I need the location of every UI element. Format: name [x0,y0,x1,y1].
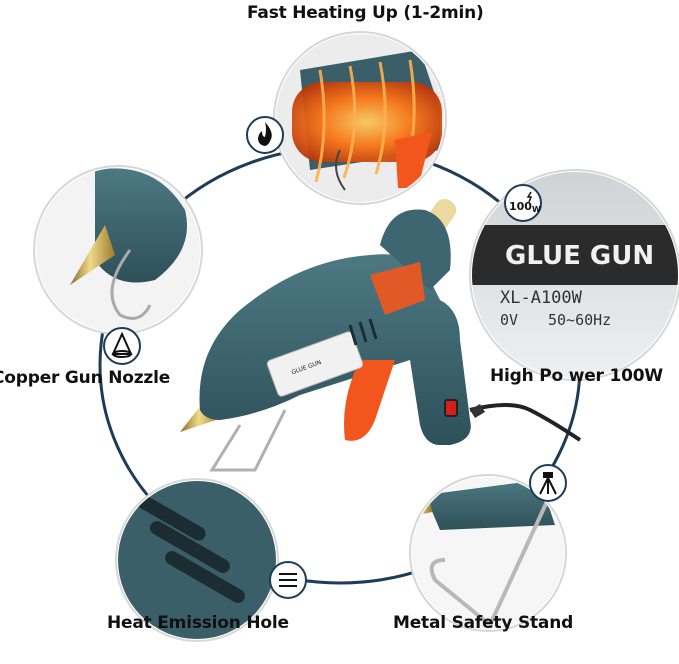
feature-label-high-power: High Po wer 100W [490,366,663,386]
power-switch [444,399,458,417]
power-badge-unit: W [532,205,541,214]
label-frequency: 50~60Hz [548,311,611,329]
label-model: XL-A100W [500,288,583,308]
label-detail-image: GLUE GUN XL-A100W 0V 50~60Hz [469,169,679,381]
power-100w-icon: 100 W [504,184,542,222]
cone-icon [103,327,141,365]
glue-gun-product-image: GLUE GUN [180,198,582,472]
nozzle-detail-image [33,165,203,335]
label-brand: GLUE GUN [505,241,654,271]
power-cord [469,403,582,442]
tripod-icon [529,464,567,502]
flame-icon [246,116,284,154]
gun-stand-wire [209,409,287,472]
vent-lines-icon [269,561,307,599]
stand-detail-image [409,474,567,632]
feature-label-fast-heating: Fast Heating Up (1-2min) [247,3,484,23]
vent-detail-image [115,478,279,642]
heating-detail-image [273,31,447,205]
power-badge-value: 100 [509,200,532,213]
gun-trigger [344,360,395,441]
feature-label-metal-stand: Metal Safety Stand [393,613,574,633]
gun-label-plate [266,331,364,397]
feature-label-heat-emission: Heat Emission Hole [107,613,289,633]
feature-label-copper-nozzle: Copper Gun Nozzle [0,368,171,388]
label-voltage: 0V [500,311,518,329]
